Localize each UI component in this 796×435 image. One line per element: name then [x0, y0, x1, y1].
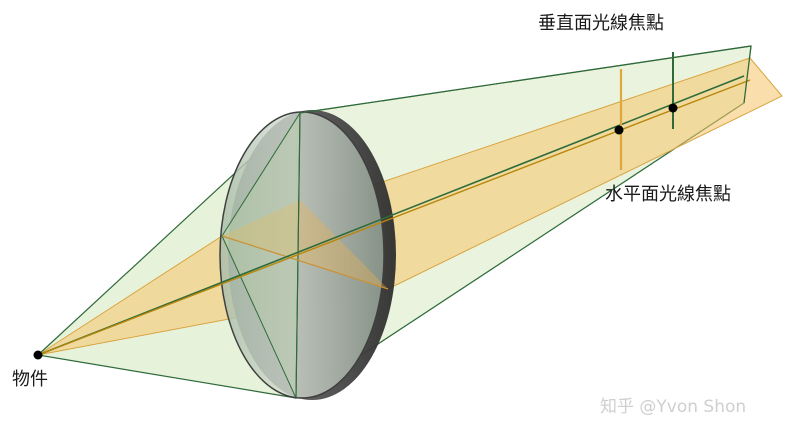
vertical-edge-upper [299, 45, 752, 114]
lens-vertical-chord [295, 112, 301, 399]
object-point [33, 350, 43, 360]
lens-face [219, 111, 385, 399]
watermark: 知乎 @Yvon Shon [600, 397, 746, 417]
vertical-focus-point [668, 103, 678, 113]
lens-horizontal-chord [221, 235, 389, 290]
vertical-focus-label: 垂直面光線焦點 [538, 13, 664, 34]
horizontal-focus-label: 水平面光線焦點 [605, 184, 731, 205]
chief-ray-vertical [37, 75, 745, 356]
object-label: 物件 [12, 369, 48, 390]
chief-ray-horizontal [37, 79, 751, 356]
vertical-edge-back [743, 45, 752, 104]
horizontal-fan-on-lens [222, 200, 388, 289]
horizontal-focus-point [614, 125, 624, 135]
